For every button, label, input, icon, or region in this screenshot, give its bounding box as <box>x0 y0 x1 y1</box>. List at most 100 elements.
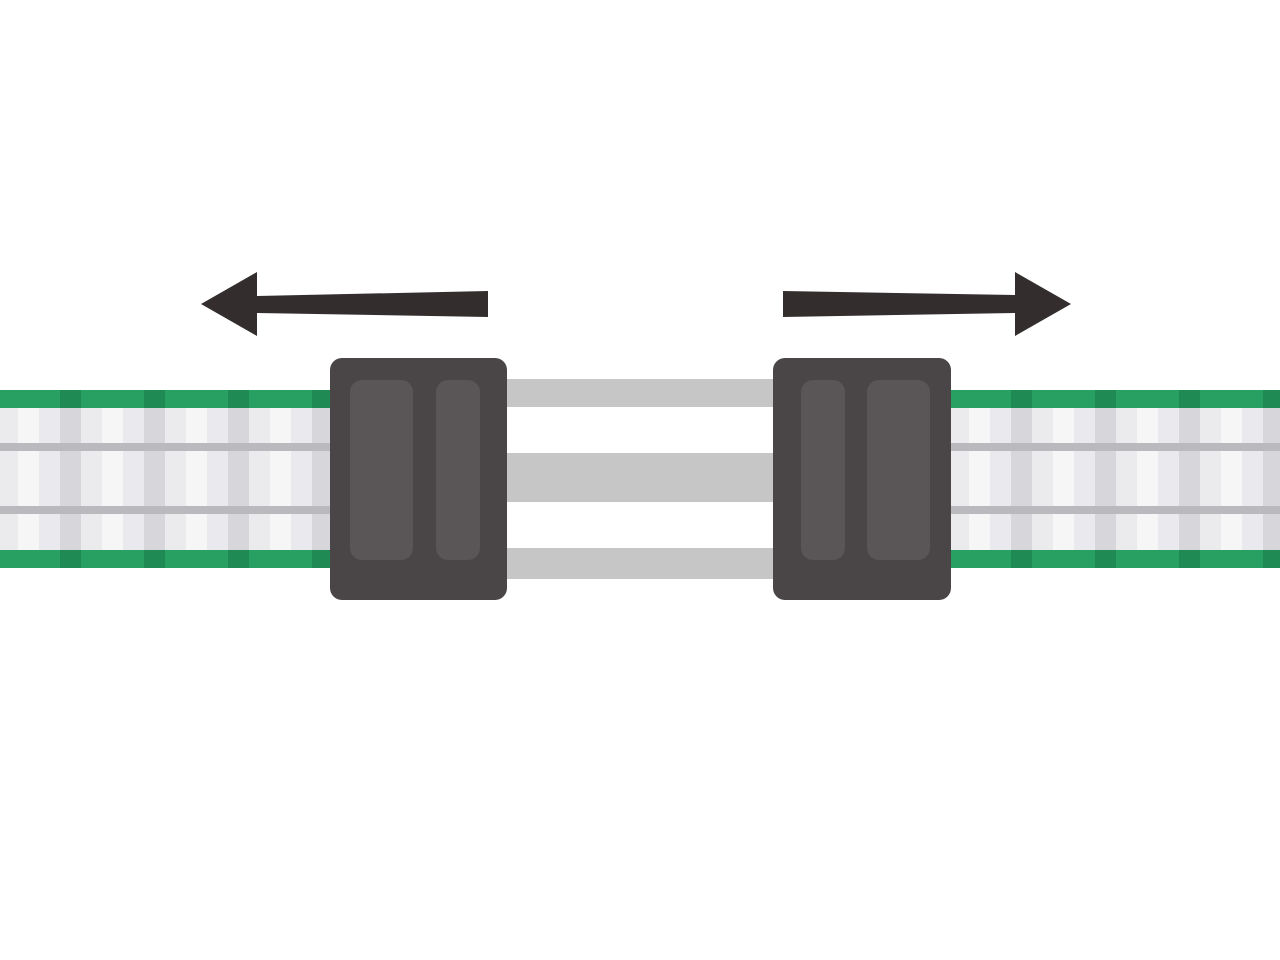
tape-stripe <box>18 408 39 550</box>
tape-edge-bottom <box>60 550 81 568</box>
tape-edge-top <box>123 390 144 408</box>
connector-wires <box>500 379 782 579</box>
tape-stripe <box>312 408 332 550</box>
tape-stripe <box>1200 408 1221 550</box>
tape-stripe <box>207 408 228 550</box>
tape-edge-bottom <box>165 550 186 568</box>
tape-edge-bottom <box>123 550 144 568</box>
tape-stripe <box>1011 408 1032 550</box>
tape-edge-top <box>228 390 249 408</box>
tape-edge-bottom <box>207 550 228 568</box>
tape-stripe <box>1032 408 1053 550</box>
tape-edge-top <box>1011 390 1032 408</box>
tape-edge-top <box>312 390 332 408</box>
tape-edge-bottom <box>249 550 270 568</box>
tape-stripe <box>0 408 18 550</box>
tape-edge-bottom <box>81 550 102 568</box>
tape-edge-bottom <box>1053 550 1074 568</box>
tape-stripe <box>291 408 312 550</box>
tape-edge-top <box>1116 390 1137 408</box>
tape-edge-top <box>144 390 165 408</box>
tape-edge-bottom <box>949 550 969 568</box>
tape-line <box>0 443 332 451</box>
tape-stripe <box>228 408 249 550</box>
arrow-left-icon <box>201 272 488 336</box>
tape-edge-top <box>291 390 312 408</box>
wire-bottom <box>500 548 782 579</box>
connector-clamp-right[interactable] <box>773 358 951 600</box>
tape-stripe <box>39 408 60 550</box>
tape-edge-bottom <box>1137 550 1158 568</box>
tape-edge-bottom <box>312 550 332 568</box>
tape-edge-top <box>1032 390 1053 408</box>
tape-edge-top <box>1263 390 1280 408</box>
tape-line <box>0 506 332 514</box>
tape-stripe <box>1074 408 1095 550</box>
tape-line <box>949 443 1280 451</box>
clamp-pad <box>350 380 413 560</box>
tape-stripe <box>1158 408 1179 550</box>
tape-edge-top <box>165 390 186 408</box>
tape-stripe <box>1263 408 1280 550</box>
tape-stripe <box>1053 408 1074 550</box>
tape-edge-top <box>949 390 969 408</box>
tape-edge-top <box>969 390 990 408</box>
tape-edge-top <box>1095 390 1116 408</box>
tape-edge-bottom <box>228 550 249 568</box>
tape-edge-bottom <box>1074 550 1095 568</box>
tape-stripe <box>144 408 165 550</box>
tape-edge-top <box>1158 390 1179 408</box>
tape-edge-top <box>186 390 207 408</box>
clamp-pad <box>867 380 930 560</box>
tape-right <box>949 390 1280 568</box>
clamp-pad <box>436 380 480 560</box>
arrow-right-icon <box>783 272 1071 336</box>
tape-edge-top <box>1074 390 1095 408</box>
tape-stripe <box>969 408 990 550</box>
tape-edge-top <box>1200 390 1221 408</box>
tape-edge-bottom <box>1011 550 1032 568</box>
tape-edge-top <box>18 390 39 408</box>
tape-edge-bottom <box>1200 550 1221 568</box>
tape-edge-top <box>102 390 123 408</box>
tape-stripe <box>123 408 144 550</box>
tape-edge-bottom <box>1116 550 1137 568</box>
tape-edge-top <box>270 390 291 408</box>
wire-middle <box>500 453 782 502</box>
tape-stripe <box>1221 408 1242 550</box>
tape-edge-top <box>990 390 1011 408</box>
tape-edge-top <box>249 390 270 408</box>
tape-stripe <box>270 408 291 550</box>
connector-clamp-left[interactable] <box>330 358 507 600</box>
tape-edge-top <box>1242 390 1263 408</box>
tape-stripe <box>249 408 270 550</box>
tape-edge-top <box>81 390 102 408</box>
tape-edge-bottom <box>1095 550 1116 568</box>
tape-stripe <box>1242 408 1263 550</box>
tape-stripe <box>1137 408 1158 550</box>
tape-stripe <box>1179 408 1200 550</box>
tape-stripe <box>990 408 1011 550</box>
tape-edge-bottom <box>144 550 165 568</box>
tape-edge-bottom <box>990 550 1011 568</box>
tape-edge-bottom <box>969 550 990 568</box>
tape-edge-top <box>60 390 81 408</box>
tape-edge-bottom <box>1242 550 1263 568</box>
tape-edge-top <box>1221 390 1242 408</box>
tape-stripe <box>1095 408 1116 550</box>
tape-edge-bottom <box>0 550 18 568</box>
tape-edge-bottom <box>102 550 123 568</box>
clamp-pad <box>801 380 845 560</box>
tape-stripe <box>1116 408 1137 550</box>
tape-stripe <box>949 408 969 550</box>
tape-stripe <box>186 408 207 550</box>
tape-stripe <box>81 408 102 550</box>
tape-edge-bottom <box>270 550 291 568</box>
wire-top <box>500 379 782 407</box>
tape-edge-bottom <box>1263 550 1280 568</box>
tape-edge-bottom <box>1179 550 1200 568</box>
tape-edge-top <box>0 390 18 408</box>
tape-stripe <box>60 408 81 550</box>
tape-edge-bottom <box>1158 550 1179 568</box>
